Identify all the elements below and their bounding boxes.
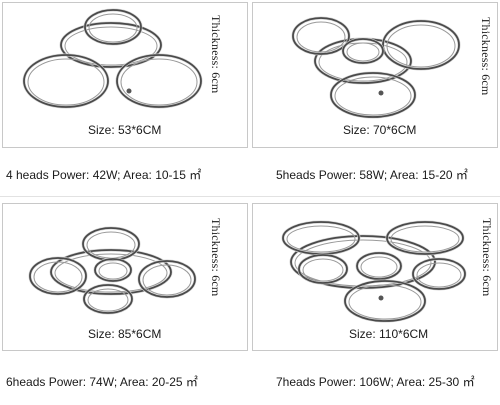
spec-7-heads: 7heads Power: 106W; Area: 25-30 ㎡ [276, 375, 475, 389]
divider [0, 196, 500, 197]
product-panel-6-heads: Size: 85*6CM Thickness: 6cm [2, 203, 248, 351]
product-panel-5-heads: Size: 70*6CM Thickness: 6cm [252, 2, 498, 148]
ceiling-lamp-rings-icon [22, 8, 203, 109]
thickness-label: Thickness: 6cm [480, 218, 494, 297]
spec-5-heads: 5heads Power: 58W; Area: 15-20 ㎡ [276, 168, 468, 182]
size-label: Size: 85*6CM [88, 327, 162, 341]
ceiling-lamp-rings-icon [291, 16, 461, 119]
size-label: Size: 110*6CM [349, 327, 429, 341]
ceiling-lamp-rings-icon [281, 220, 467, 323]
product-panel-4-heads: Size: 53*6CM Thickness: 6cm [2, 2, 248, 148]
thickness-label: Thickness: 6cm [209, 15, 223, 94]
spec-4-heads: 4 heads Power: 42W; Area: 10-15 ㎡ [6, 168, 202, 182]
ceiling-lamp-rings-icon [28, 226, 197, 315]
thickness-label: Thickness: 6cm [479, 17, 493, 96]
size-label: Size: 70*6CM [343, 123, 417, 137]
spec-6-heads: 6heads Power: 74W; Area: 20-25 ㎡ [6, 375, 198, 389]
product-panel-7-heads: Size: 110*6CM Thickness: 6cm [252, 203, 498, 351]
thickness-label: Thickness: 6cm [209, 218, 223, 297]
size-label: Size: 53*6CM [88, 123, 162, 137]
